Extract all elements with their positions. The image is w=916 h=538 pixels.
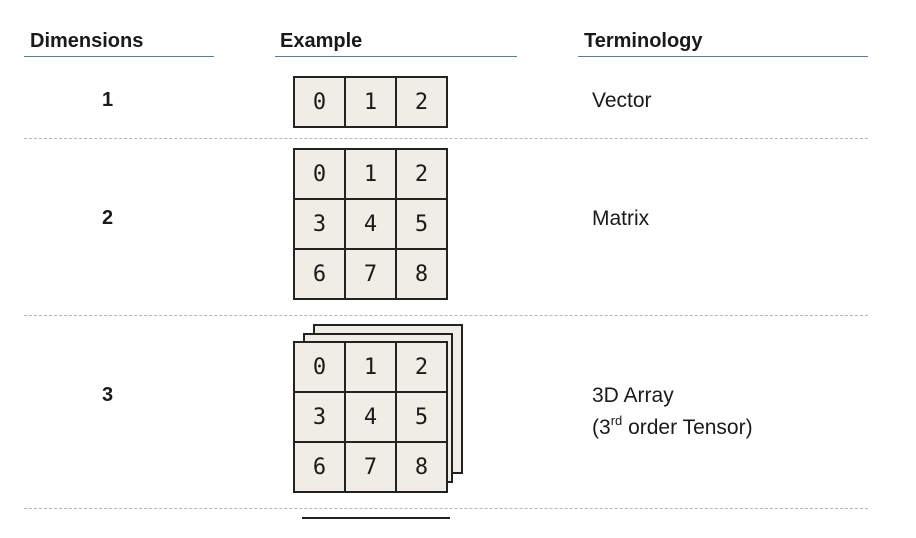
header-dimensions: Dimensions [30, 30, 144, 52]
row-3-terminology: 3D Array (3rd order Tensor) [592, 380, 753, 444]
term-suffix: order Tensor) [622, 416, 753, 439]
vector-cell: 0 [293, 76, 346, 128]
row-2-dimension: 2 [102, 207, 114, 229]
term-prefix: (3 [592, 416, 611, 439]
header-terminology: Terminology [584, 30, 703, 52]
row-3-dimension: 3 [102, 384, 114, 406]
row-1-terminology: Vector [592, 89, 652, 112]
tensor-cell: 4 [344, 391, 397, 443]
term-superscript: rd [610, 413, 623, 428]
row-separator [24, 138, 868, 139]
tensor-cell: 0 [293, 341, 346, 393]
header-example: Example [280, 30, 363, 52]
row-3-terminology-line2: (3rd order Tensor) [592, 412, 753, 444]
header-underline-dimensions [24, 56, 214, 57]
tensor-cell: 5 [395, 391, 448, 443]
matrix-cell: 3 [293, 198, 346, 250]
matrix-cell: 2 [395, 148, 448, 200]
header-underline-terminology [578, 56, 868, 57]
matrix-cell: 0 [293, 148, 346, 200]
vector-grid: 0 1 2 [293, 76, 448, 128]
tensor-cell: 3 [293, 391, 346, 443]
matrix-cell: 4 [344, 198, 397, 250]
tensor-cell: 1 [344, 341, 397, 393]
matrix-cell: 8 [395, 248, 448, 300]
row-3-terminology-line1: 3D Array [592, 384, 674, 407]
matrix-cell: 5 [395, 198, 448, 250]
tensor-cell: 2 [395, 341, 448, 393]
row-1-dimension: 1 [102, 89, 114, 111]
vector-cell: 2 [395, 76, 448, 128]
next-row-top-edge [302, 517, 450, 519]
tensor-front-grid: 0 1 2 3 4 5 6 7 8 [293, 341, 448, 493]
matrix-cell: 6 [293, 248, 346, 300]
matrix-cell: 1 [344, 148, 397, 200]
row-separator [24, 508, 868, 509]
matrix-cell: 7 [344, 248, 397, 300]
row-2-terminology: Matrix [592, 207, 650, 230]
header-underline-example [275, 56, 517, 57]
tensor-cell: 7 [344, 441, 397, 493]
vector-cell: 1 [344, 76, 397, 128]
row-separator [24, 315, 868, 316]
tensor-cell: 6 [293, 441, 346, 493]
matrix-grid: 0 1 2 3 4 5 6 7 8 [293, 148, 448, 300]
tensor-cell: 8 [395, 441, 448, 493]
